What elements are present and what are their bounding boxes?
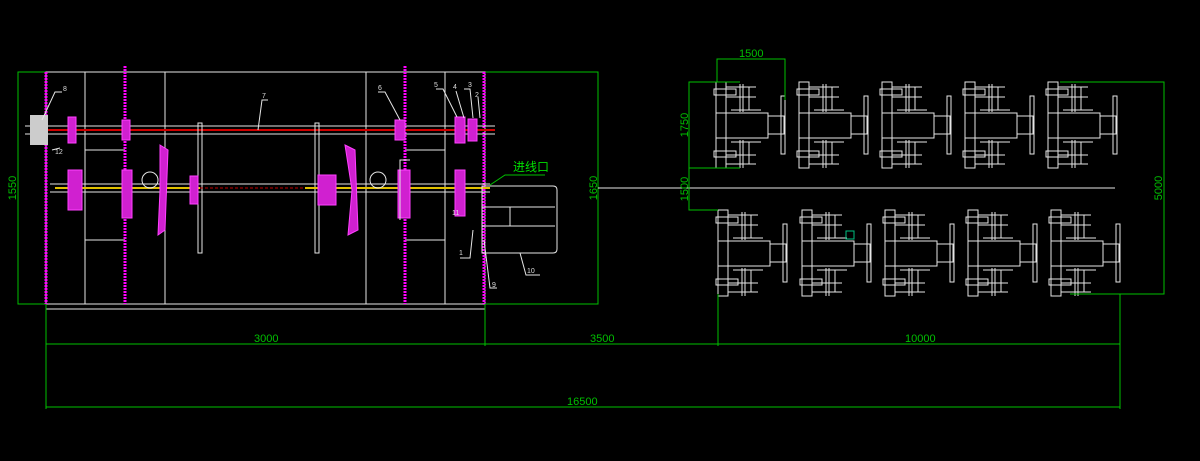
- dim-height-left: 1550: [7, 176, 19, 200]
- dim-array-length: 10000: [905, 333, 936, 345]
- dim-unit-height: 1750: [679, 113, 691, 137]
- unit: [1048, 209, 1121, 297]
- part-12: 12: [55, 149, 63, 156]
- unit: [713, 81, 786, 169]
- bearing-8: [30, 115, 48, 145]
- unit: [962, 81, 1035, 169]
- dim-total-length: 16500: [567, 396, 598, 408]
- dimensions: 1500 1750 1500 5000 1550 1650 3000 3500 …: [7, 48, 1165, 409]
- dim-unit-width: 1500: [739, 48, 763, 60]
- part-5: 5: [434, 82, 438, 89]
- dim-height-right: 1650: [588, 176, 600, 200]
- motor-10: [481, 185, 558, 254]
- part-4: 4: [453, 84, 457, 91]
- dim-machine-length: 3000: [254, 333, 278, 345]
- part-1: 1: [459, 250, 463, 257]
- unit: [796, 81, 869, 169]
- inlet-label: 进线口: [513, 160, 549, 174]
- part-9: 9: [492, 282, 496, 289]
- part-8: 8: [63, 86, 67, 93]
- part-11: 11: [452, 210, 459, 217]
- unit: [879, 81, 952, 169]
- dim-row-gap: 1500: [679, 177, 691, 201]
- unit: [715, 209, 788, 297]
- dim-gap: 3500: [590, 333, 614, 345]
- winding-machine-plan: 8 7 6 5 4 3 2 11 12 1 9 10 进线口: [17, 66, 1115, 310]
- dim-array-height: 5000: [1153, 176, 1165, 200]
- part-6: 6: [378, 85, 382, 92]
- part-labels: 8 7 6 5 4 3 2 11 12 1 9 10: [41, 82, 540, 289]
- part-7: 7: [262, 93, 266, 100]
- part-3: 3: [468, 82, 472, 89]
- machine-array: [713, 81, 1121, 297]
- unit: [799, 209, 872, 297]
- unit: [1045, 81, 1118, 169]
- unit: [965, 209, 1038, 297]
- part-10: 10: [527, 268, 535, 275]
- part-2: 2: [475, 92, 479, 99]
- unit: [882, 209, 955, 297]
